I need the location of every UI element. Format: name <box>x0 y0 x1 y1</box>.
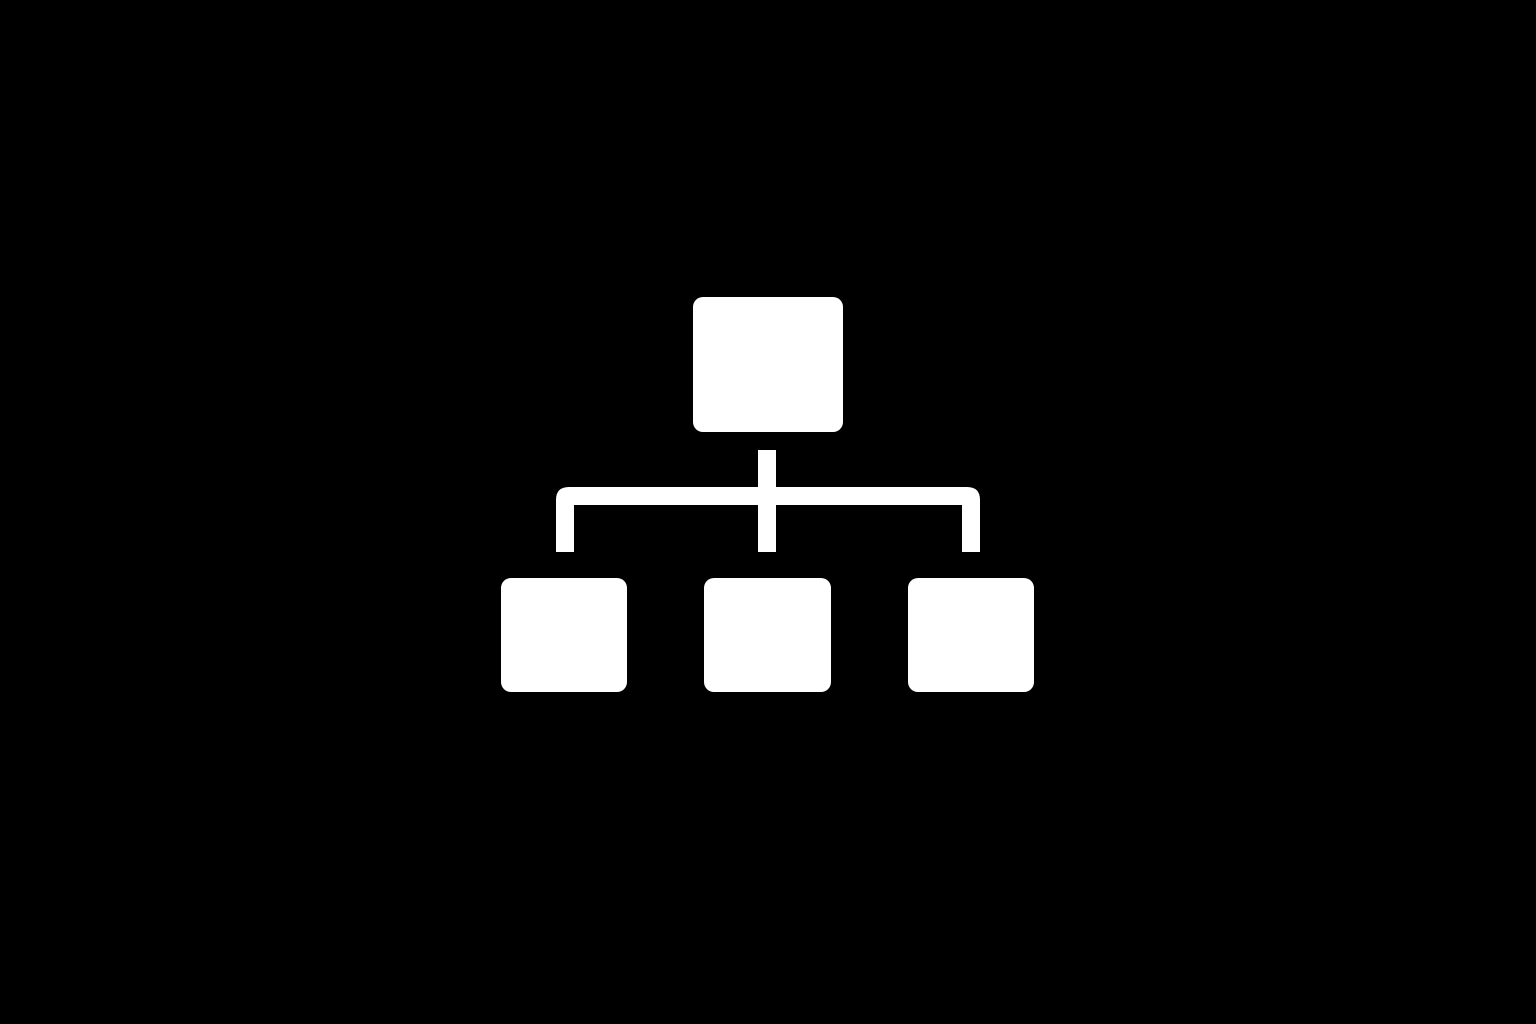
connector-bar <box>556 487 980 552</box>
root-node <box>693 297 843 432</box>
connector-lines <box>556 450 980 552</box>
child-node-left <box>501 578 627 692</box>
child-node-middle <box>704 578 831 692</box>
child-node-right <box>908 578 1034 692</box>
